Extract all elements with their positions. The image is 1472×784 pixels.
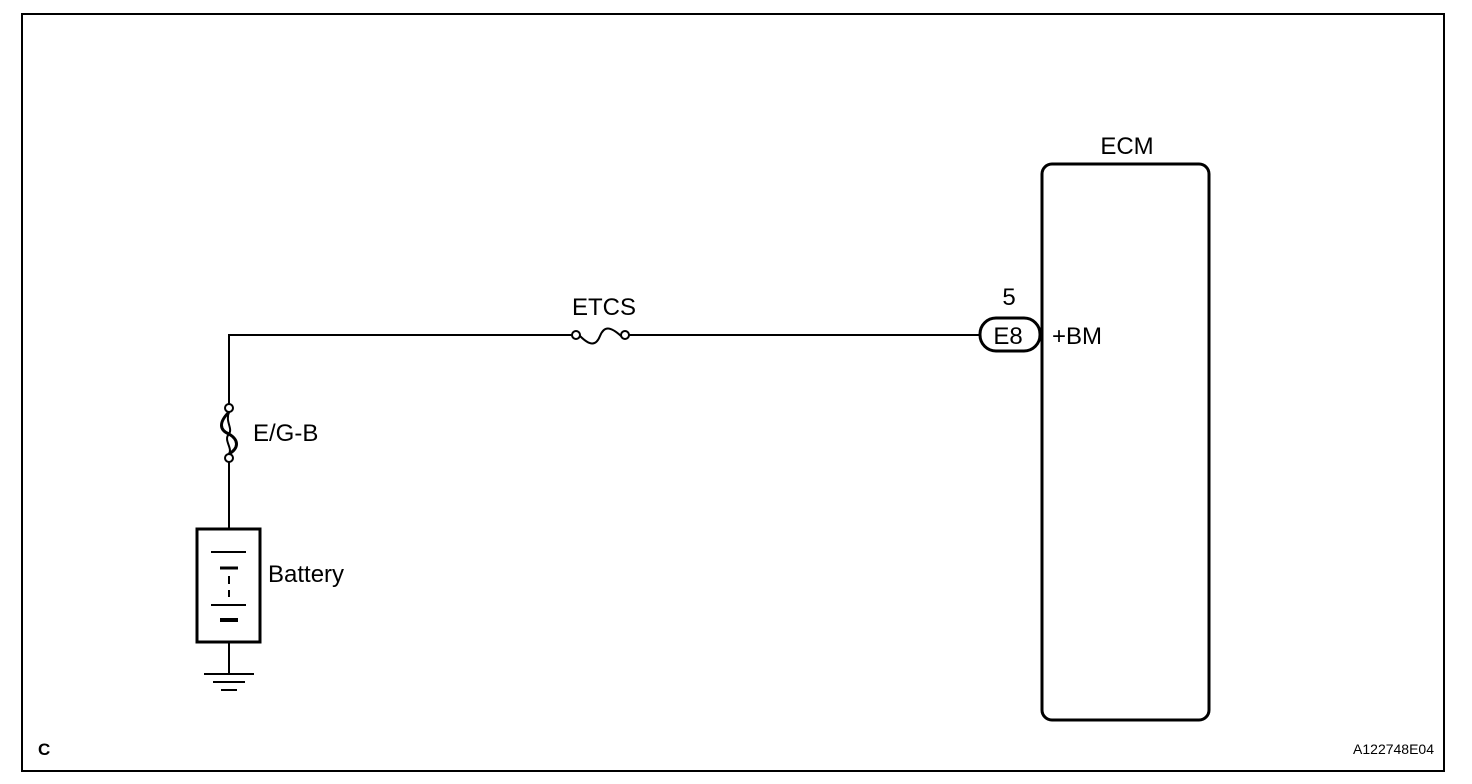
ground-symbol [204, 673, 254, 691]
fuse-etcs-symbol [571, 327, 630, 345]
diagram-frame [21, 13, 1445, 772]
terminal-bm-label: +BM [1052, 323, 1102, 350]
ecm-box [1040, 162, 1211, 722]
fuse-egb-label: E/G-B [253, 420, 318, 447]
figure-code: A122748E04 [1353, 741, 1434, 757]
wire-upper [228, 334, 576, 404]
pin-number: 5 [1002, 284, 1015, 311]
section-letter: C [38, 740, 50, 759]
battery-label: Battery [268, 561, 344, 588]
connector-e8-label: E8 [993, 323, 1022, 350]
ecm-label: ECM [1100, 133, 1153, 160]
battery-box [195, 527, 262, 644]
fuse-egb-symbol [220, 403, 238, 463]
battery-cells [211, 551, 246, 622]
fuse-etcs-label: ETCS [572, 294, 636, 321]
